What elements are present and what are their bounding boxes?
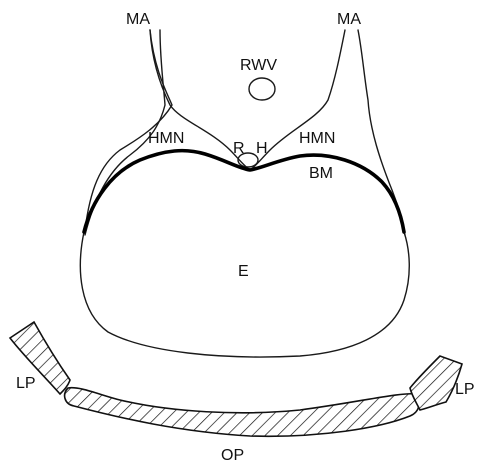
label-rwv: RWV: [240, 57, 277, 74]
label-ma-right: MA: [337, 11, 361, 28]
label-h: H: [256, 140, 268, 157]
label-e: E: [238, 263, 249, 280]
label-lp-right: LP: [455, 381, 475, 398]
label-r: R: [233, 140, 245, 157]
label-bm: BM: [309, 165, 333, 182]
plate-op: [65, 388, 420, 437]
label-op: OP: [221, 447, 244, 464]
rwv-oval: [249, 78, 275, 100]
label-ma-left: MA: [126, 11, 150, 28]
label-lp-left: LP: [16, 375, 36, 392]
basement-membrane: [84, 151, 404, 232]
label-hmn-right: HMN: [299, 130, 335, 147]
chamber-e: [80, 232, 409, 357]
label-hmn-left: HMN: [148, 130, 184, 147]
